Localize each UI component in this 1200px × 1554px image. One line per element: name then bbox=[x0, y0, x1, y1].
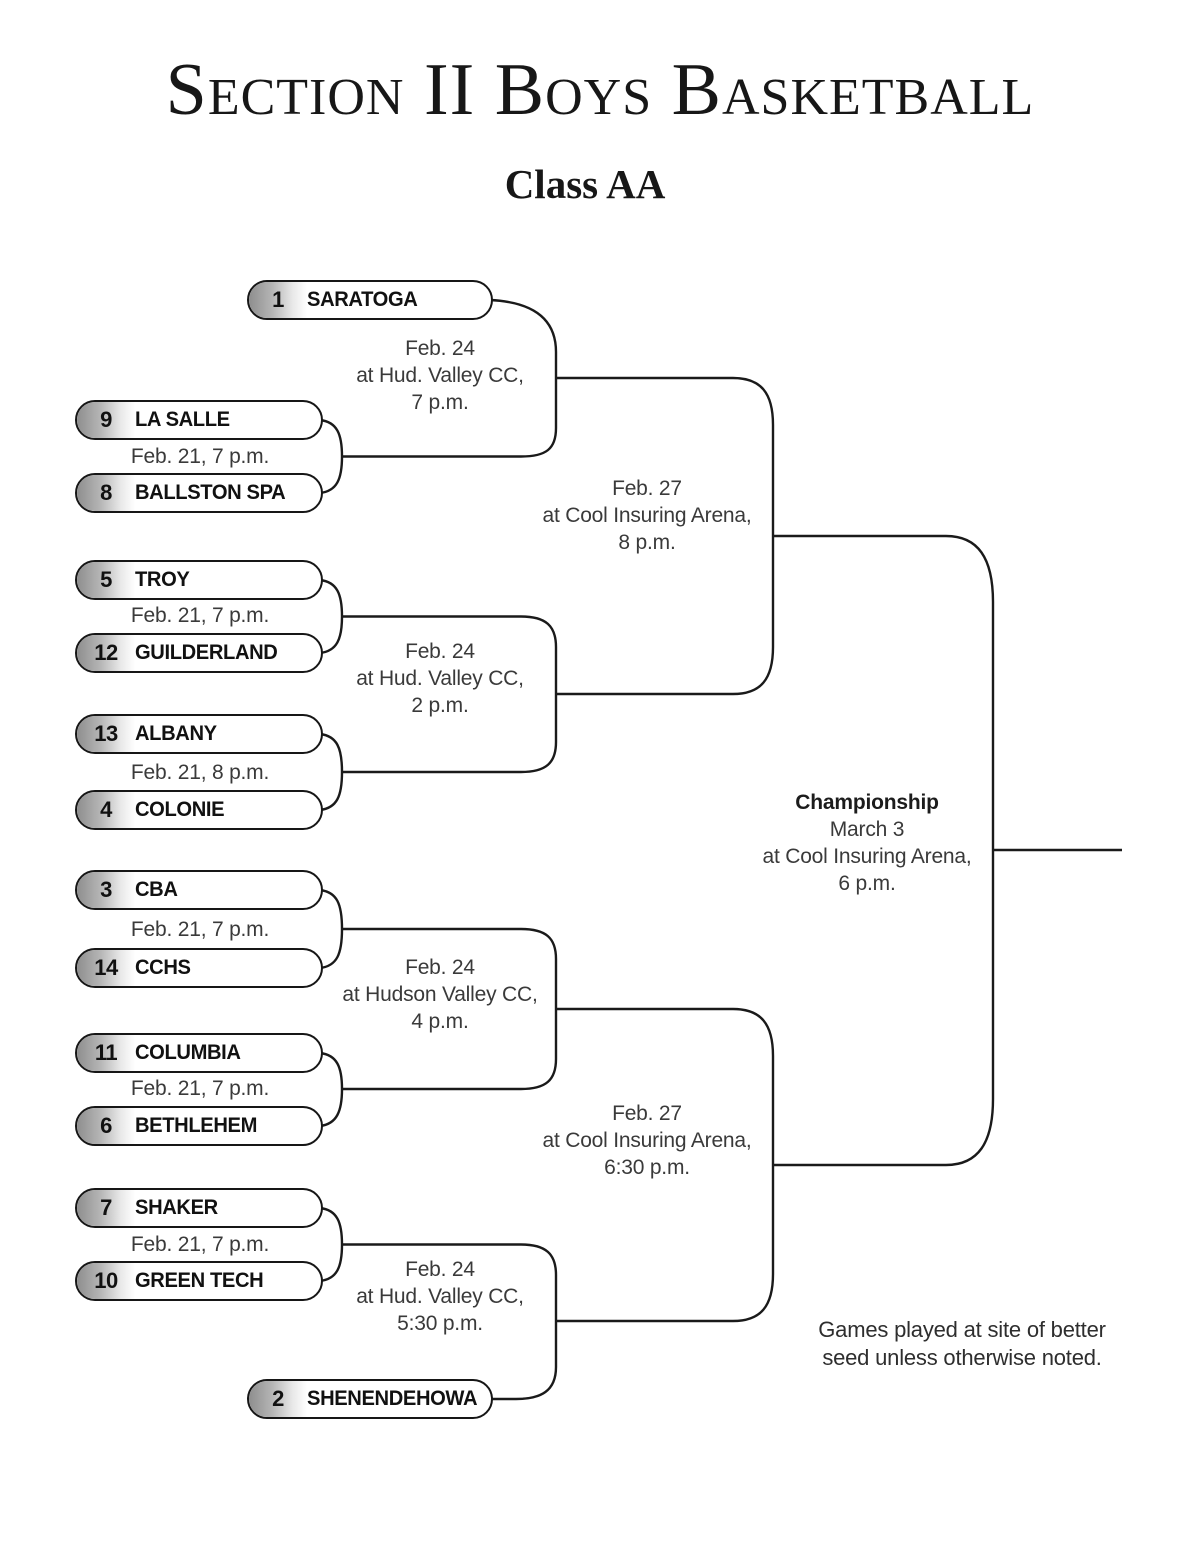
team-name: TROY bbox=[135, 568, 190, 591]
team-pill-cba: 3 CBA bbox=[75, 870, 323, 910]
seed-badge: 5 bbox=[77, 562, 135, 598]
qf-game-info-2: Feb. 24 at Hud. Valley CC, 2 p.m. bbox=[356, 640, 524, 717]
team-name: GUILDERLAND bbox=[135, 641, 278, 664]
seed-badge: 3 bbox=[77, 872, 135, 908]
seed-badge: 2 bbox=[249, 1381, 307, 1417]
r1-game-info-6: Feb. 21, 7 p.m. bbox=[130, 1233, 270, 1256]
team-pill-colonie: 4 COLONIE bbox=[75, 790, 323, 830]
team-pill-shenendehowa: 2 SHENENDEHOWA bbox=[247, 1379, 493, 1419]
team-name: LA SALLE bbox=[135, 408, 230, 431]
r1-game-info-4: Feb. 21, 7 p.m. bbox=[130, 918, 270, 941]
team-name: COLUMBIA bbox=[135, 1041, 241, 1064]
class-subtitle: Class AA bbox=[504, 161, 666, 207]
team-name: BALLSTON SPA bbox=[135, 481, 286, 504]
team-name: CCHS bbox=[135, 956, 191, 979]
r1-game-info-3: Feb. 21, 8 p.m. bbox=[130, 761, 270, 784]
team-pill-albany: 13 ALBANY bbox=[75, 714, 323, 754]
team-pill-bethlehem: 6 BETHLEHEM bbox=[75, 1106, 323, 1146]
team-pill-green-tech: 10 GREEN TECH bbox=[75, 1261, 323, 1301]
team-pill-shaker: 7 SHAKER bbox=[75, 1188, 323, 1228]
seed-badge: 7 bbox=[77, 1190, 135, 1226]
team-pill-columbia: 11 COLUMBIA bbox=[75, 1033, 323, 1073]
qf-game-info-1: Feb. 24 at Hud. Valley CC, 7 p.m. bbox=[356, 337, 524, 414]
team-name: SHENENDEHOWA bbox=[307, 1387, 478, 1410]
sf-game-info-1: Feb. 27 at Cool Insuring Arena, 8 p.m. bbox=[542, 477, 752, 554]
r1-game-info-2: Feb. 21, 7 p.m. bbox=[130, 604, 270, 627]
r1-game-info-1: Feb. 21, 7 p.m. bbox=[130, 445, 270, 468]
team-name: CBA bbox=[135, 878, 178, 901]
qf4-join bbox=[342, 1243, 558, 1401]
team-name: GREEN TECH bbox=[135, 1269, 264, 1292]
team-pill-cchs: 14 CCHS bbox=[75, 948, 323, 988]
seed-badge: 6 bbox=[77, 1108, 135, 1144]
seed-badge: 11 bbox=[77, 1035, 135, 1071]
team-name: COLONIE bbox=[135, 798, 225, 821]
seed-badge: 8 bbox=[77, 475, 135, 511]
seed-badge: 4 bbox=[77, 792, 135, 828]
seed-badge: 12 bbox=[77, 635, 135, 671]
seed-badge: 1 bbox=[249, 282, 307, 318]
team-pill-saratoga: 1 SARATOGA bbox=[247, 280, 493, 320]
qf1-join bbox=[342, 298, 558, 458]
r1-game-info-5: Feb. 21, 7 p.m. bbox=[130, 1077, 270, 1100]
qf-game-info-4: Feb. 24 at Hud. Valley CC, 5:30 p.m. bbox=[356, 1258, 524, 1335]
championship-info: Championship March 3 at Cool Insuring Ar… bbox=[707, 789, 1027, 897]
team-pill-la-salle: 9 LA SALLE bbox=[75, 400, 323, 440]
team-name: ALBANY bbox=[135, 722, 217, 745]
team-name: SHAKER bbox=[135, 1196, 218, 1219]
team-pill-troy: 5 TROY bbox=[75, 560, 323, 600]
seed-badge: 13 bbox=[77, 716, 135, 752]
championship-label: Championship bbox=[795, 791, 939, 814]
team-name: SARATOGA bbox=[307, 288, 418, 311]
qf-game-info-3: Feb. 24 at Hudson Valley CC, 4 p.m. bbox=[342, 956, 538, 1033]
site-note: Games played at site of better seed unle… bbox=[818, 1317, 1106, 1370]
team-name: BETHLEHEM bbox=[135, 1114, 257, 1137]
team-pill-guilderland: 12 GUILDERLAND bbox=[75, 633, 323, 673]
seed-badge: 10 bbox=[77, 1263, 135, 1299]
sf-game-info-2: Feb. 27 at Cool Insuring Arena, 6:30 p.m… bbox=[542, 1102, 752, 1179]
seed-badge: 14 bbox=[77, 950, 135, 986]
page-title: Section II Boys Basketball bbox=[165, 49, 1035, 131]
seed-badge: 9 bbox=[77, 402, 135, 438]
team-pill-ballston-spa: 8 BALLSTON SPA bbox=[75, 473, 323, 513]
